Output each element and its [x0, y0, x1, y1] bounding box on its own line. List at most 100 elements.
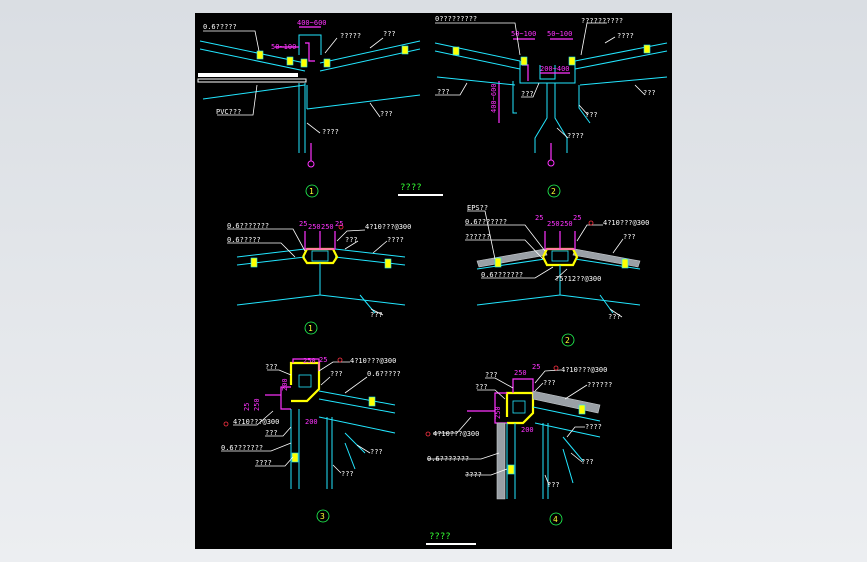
label-purlin: ???	[585, 111, 598, 119]
detail-number-circle	[549, 512, 563, 526]
label-top: ???	[485, 371, 498, 379]
label-top: ???	[265, 363, 278, 371]
label-rebar-top: 4?10???@300	[350, 357, 396, 365]
leader-mid	[521, 82, 540, 98]
gutter-bar-upper	[198, 73, 298, 77]
leader-panel	[612, 238, 624, 254]
label-inner: 0.6???????	[427, 455, 469, 463]
corner-gasket	[505, 391, 535, 425]
detail-number-circle	[316, 509, 330, 523]
label-dim-250: 250	[303, 357, 316, 365]
leader-panel	[604, 36, 616, 44]
leader-purlin	[369, 102, 381, 118]
detail-number: 1	[308, 324, 313, 333]
inner-sheet-left	[202, 84, 306, 100]
roof-panel-left-lower	[199, 48, 306, 72]
detail-number: 2	[565, 336, 570, 345]
label-panel: ???	[383, 30, 396, 38]
leader-ridge	[344, 240, 359, 250]
leader-inner	[465, 239, 544, 260]
anchor-mark	[307, 160, 315, 168]
gasket-right	[384, 258, 392, 269]
rebar-left	[280, 386, 291, 410]
label-inner2: 0.6???????	[481, 271, 523, 279]
roof-panel-left-upper	[434, 42, 521, 62]
label-rebar: 4?10???@300	[365, 223, 411, 231]
leader-left	[435, 82, 468, 96]
leader-insul	[566, 426, 585, 438]
wall-insulation	[496, 422, 506, 500]
leader-purlin	[570, 452, 583, 463]
roof-panel-right-lower	[574, 50, 668, 70]
section-title-2: ????	[429, 532, 451, 542]
detail-top-right: 0????????? 50~100 50~100 ?????????? ????…	[434, 15, 668, 198]
ridge-core	[551, 250, 569, 262]
detail-number: 1	[309, 187, 314, 196]
leader-rebar-left	[433, 416, 472, 434]
leader-purlin	[356, 444, 371, 454]
rebar-marker-top	[337, 357, 343, 363]
leader-frame	[306, 122, 321, 134]
inner-sheet-right	[579, 76, 668, 86]
label-roof-panel: 0.6???????	[227, 222, 269, 230]
label-bolt: ?5?12??@300	[555, 275, 601, 283]
detail-bot-right: ??? 250 25 4?10???@300 ??? ??? ?????? 25…	[425, 363, 612, 526]
label-ridge: ???	[543, 379, 556, 387]
section-title-1: ????	[400, 183, 422, 193]
ridge-flashing	[305, 42, 315, 62]
label-rebar-top: 4?10???@300	[561, 366, 607, 374]
label-dim-250v: 250	[494, 406, 502, 419]
leader-ridge	[324, 37, 338, 54]
label-dim-gap: 200~400	[540, 65, 570, 73]
label-dim-lap: 50~100	[271, 43, 296, 51]
label-panel: 0.6?????	[367, 370, 401, 378]
leader-rebar	[576, 224, 603, 242]
cad-drawing-sheet[interactable]: 0.6????? 400~600 50~100 ????? ??? PVC???…	[195, 13, 672, 549]
gasket-wall	[291, 452, 299, 463]
purlin-right	[578, 85, 591, 124]
leader-top	[267, 369, 292, 376]
label-panel: ??????	[587, 381, 612, 389]
rebar-top	[512, 378, 534, 393]
gasket-2	[286, 56, 294, 66]
rebar-marker	[338, 224, 344, 230]
label-roof-panel: 0.6?????	[203, 23, 237, 31]
label-rebar-left: 4?10???@300	[433, 430, 479, 438]
label-dim-250a: 250	[547, 220, 560, 228]
inner-sheet-right	[559, 294, 641, 306]
leader-ridge	[534, 382, 544, 392]
detail-number-circle	[304, 321, 318, 335]
purlin-strut	[344, 432, 366, 454]
label-purlin: ???	[581, 458, 594, 466]
leader-roof	[465, 224, 546, 252]
detail-number-circle	[305, 184, 319, 198]
leader-purlin	[370, 308, 384, 316]
gasket-left	[494, 257, 502, 268]
label-bottom: ???	[547, 481, 560, 489]
gutter-inner	[539, 65, 556, 80]
corner-gasket	[289, 361, 321, 403]
label-inner: 0.6?????	[227, 236, 261, 244]
gasket-wall	[507, 464, 515, 475]
gasket-3	[568, 56, 576, 66]
leader-panel	[372, 240, 388, 254]
label-pvc: PVC???	[216, 108, 241, 116]
gasket-3	[300, 58, 308, 68]
gutter-bar-lower	[197, 78, 307, 83]
leader-inner	[227, 242, 296, 258]
rebar-top	[292, 358, 320, 371]
leader-bottom	[544, 474, 550, 486]
frame-post-2	[554, 83, 568, 153]
purlin-strut-2	[562, 448, 574, 484]
insulation-left	[476, 248, 548, 268]
gasket-2	[520, 56, 528, 66]
leader-rebar-left	[233, 410, 274, 426]
leader-roof	[227, 228, 306, 252]
inner-sheet-left	[236, 294, 321, 306]
roof-panel-left-upper	[236, 248, 306, 258]
label-mid: ???	[265, 429, 278, 437]
label-purlin: ???	[370, 448, 383, 456]
roof-panel-left-lower	[476, 258, 546, 270]
leader-roof	[203, 30, 260, 52]
label-inner: ??????	[465, 233, 490, 241]
